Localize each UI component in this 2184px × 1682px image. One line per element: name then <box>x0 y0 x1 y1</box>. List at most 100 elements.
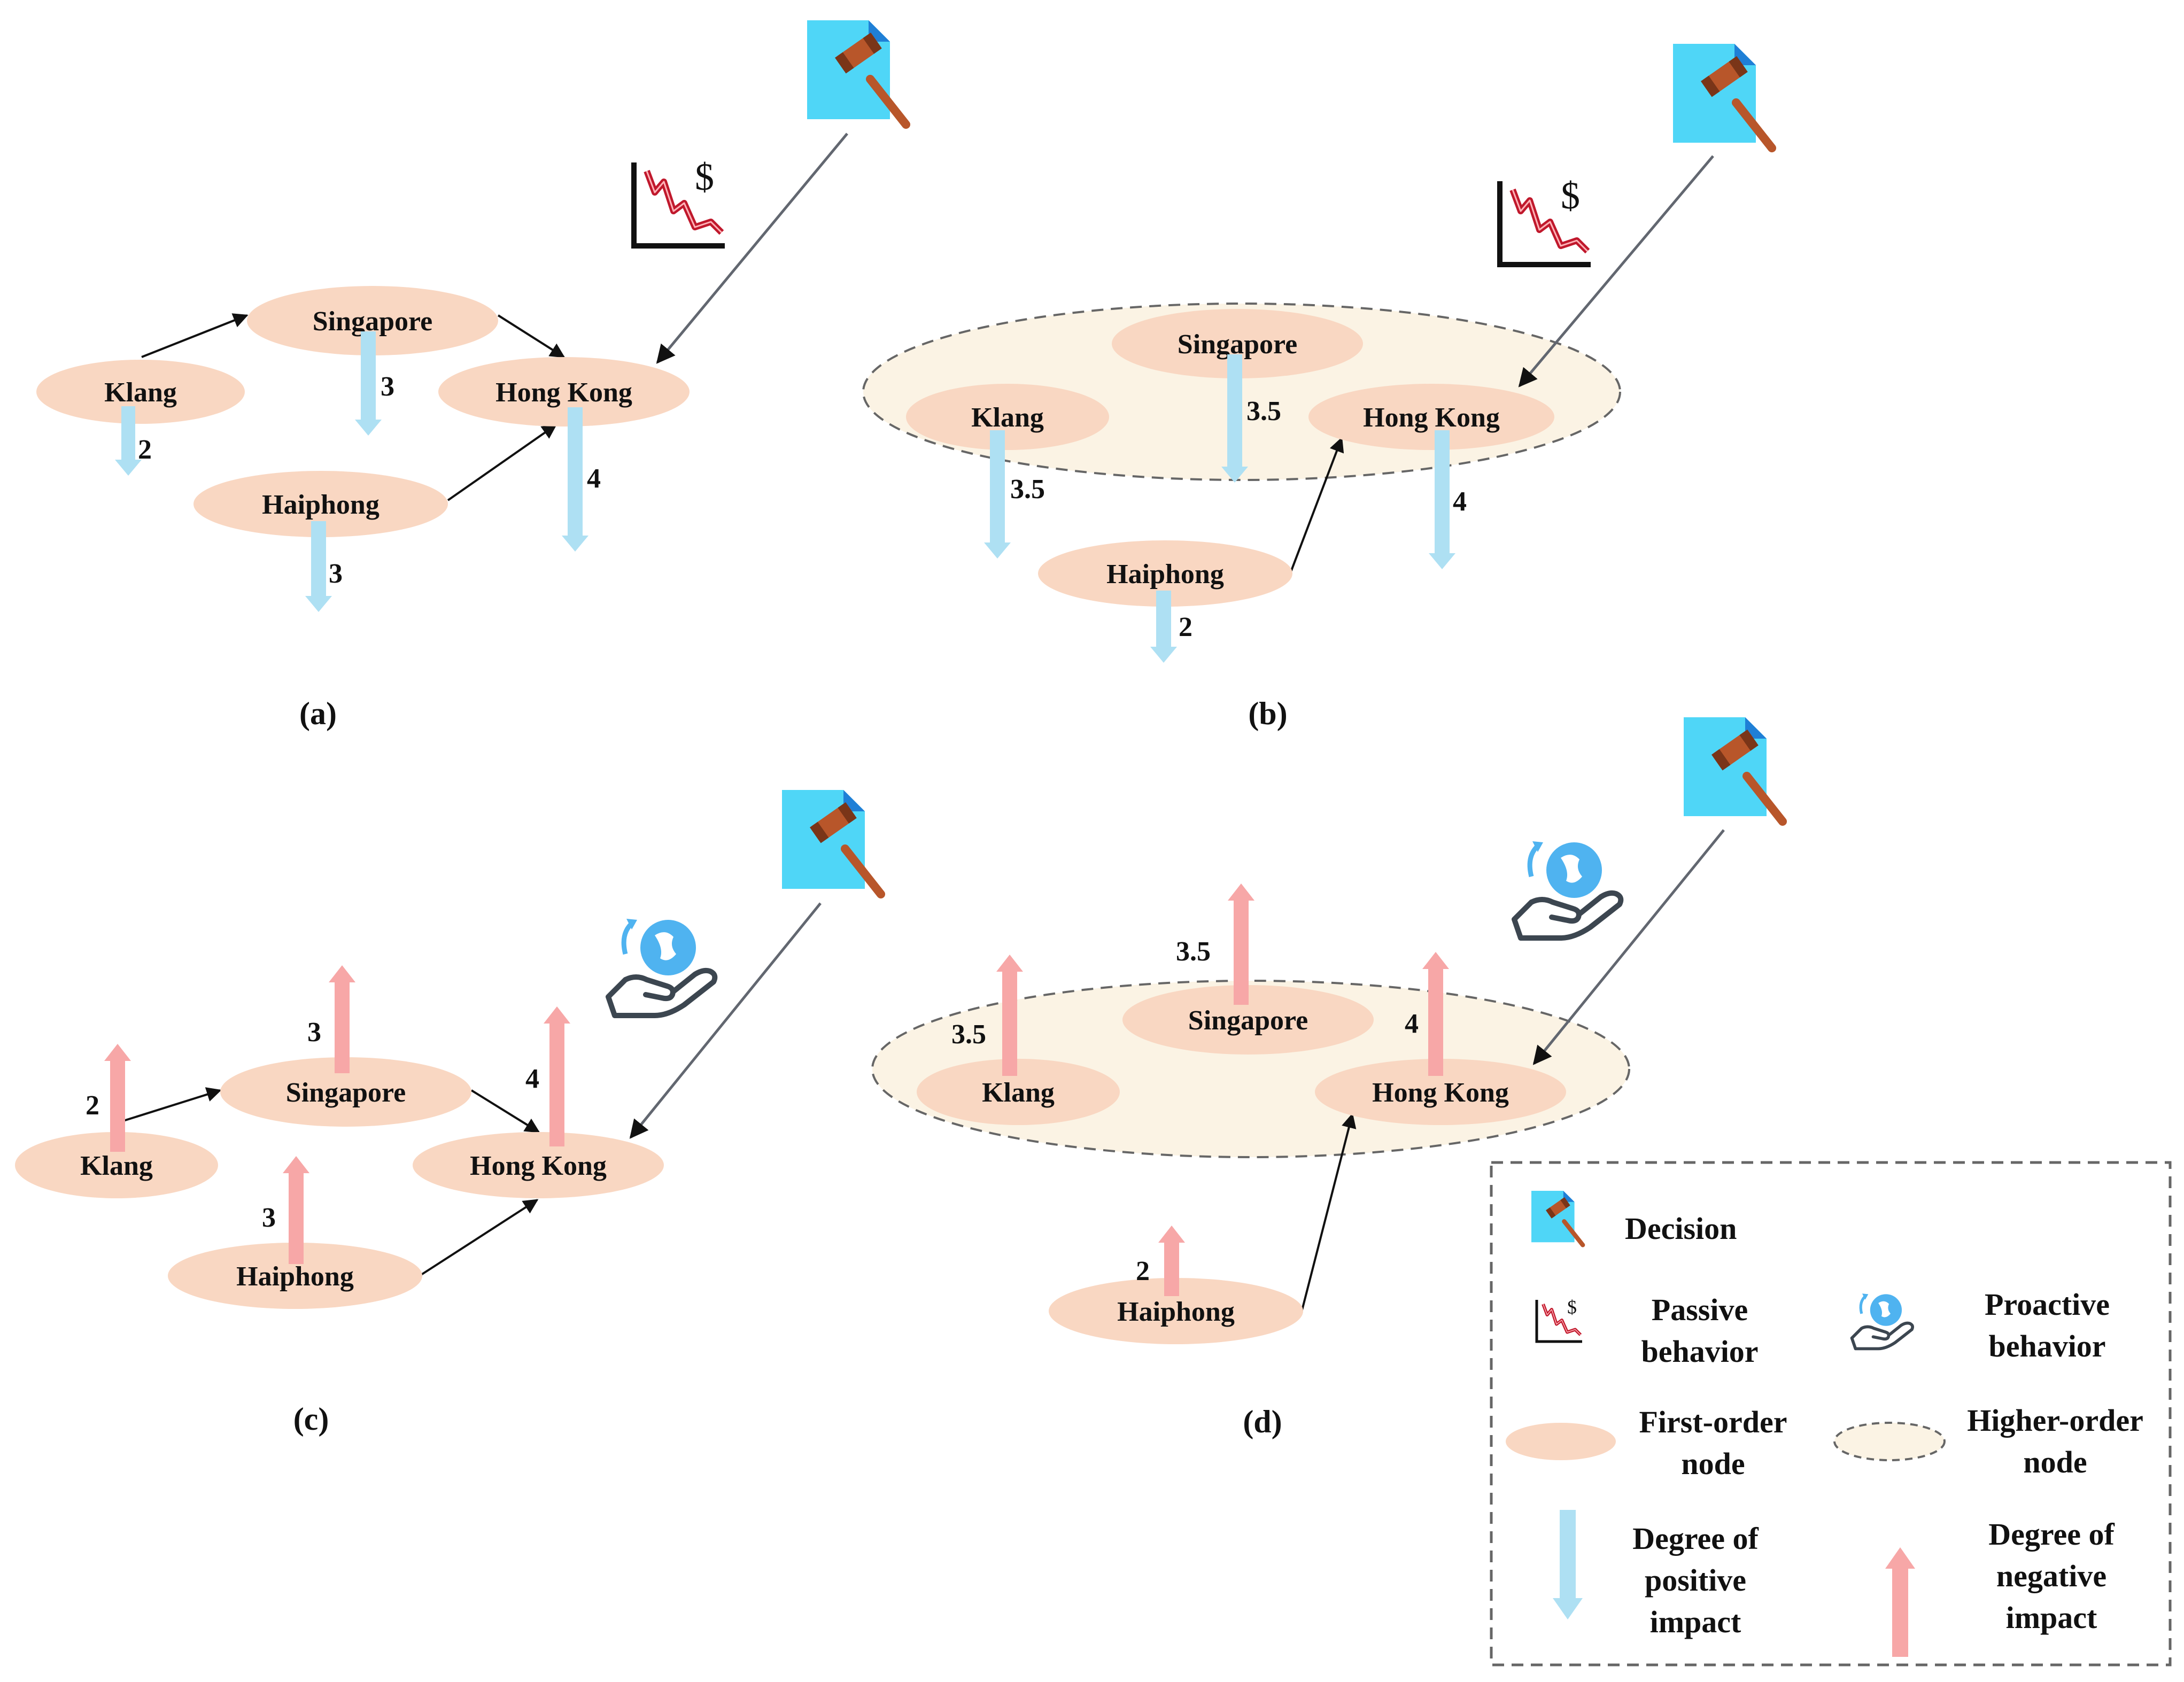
impact-arrow-hongkong <box>562 407 588 552</box>
edge-singapore-hongkong <box>497 314 566 358</box>
impact-arrow-singapore <box>355 331 382 436</box>
panel-a: Singapore Klang Hong Kong Haiphong <box>36 20 906 731</box>
panel-label: (c) <box>293 1401 329 1437</box>
panel-b: Singapore Klang Hong Kong Haiphong <box>862 44 1772 731</box>
value-singapore: 3.5 <box>1246 396 1281 427</box>
document-gavel-icon <box>1673 44 1772 148</box>
value-klang: 2 <box>86 1090 99 1121</box>
impact-arrow-hongkong <box>544 1006 570 1146</box>
node-haiphong: Haiphong <box>1038 540 1292 607</box>
edge-haiphong-hongkong <box>1300 1113 1357 1313</box>
first-order-legend-swatch <box>1506 1423 1616 1460</box>
value-hongkong: 4 <box>1453 486 1467 517</box>
svg-text:Singapore: Singapore <box>1188 1005 1308 1036</box>
node-hongkong: Hong Kong <box>1315 1059 1566 1125</box>
svg-text:Klang: Klang <box>104 377 177 408</box>
svg-text:Haiphong: Haiphong <box>262 490 380 520</box>
edge-haiphong-hongkong <box>420 1199 539 1276</box>
value-haiphong: 2 <box>1136 1256 1150 1286</box>
value-singapore: 3 <box>307 1017 321 1048</box>
legend-positive-line1: Degree of <box>1632 1521 1759 1556</box>
impact-arrow-klang <box>996 955 1023 1076</box>
edge-singapore-hongkong <box>470 1089 540 1133</box>
impact-arrow-hongkong <box>1429 430 1455 569</box>
decision-arrow <box>1532 829 1725 1065</box>
value-haiphong: 2 <box>1179 612 1192 642</box>
declining-chart-icon <box>1500 174 1591 265</box>
node-hongkong: Hong Kong <box>413 1132 664 1198</box>
value-singapore: 3 <box>381 371 394 402</box>
legend-proactive-line2: behavior <box>1988 1329 2105 1363</box>
document-gavel-icon <box>807 20 906 125</box>
panel-label: (d) <box>1243 1404 1282 1439</box>
value-hongkong: 4 <box>525 1064 539 1094</box>
declining-chart-icon <box>634 156 725 246</box>
decision-arrow <box>656 133 848 364</box>
legend-decision: Decision <box>1625 1211 1737 1246</box>
legend-passive-line1: Passive <box>1652 1292 1748 1327</box>
legend-frame <box>1490 1161 2172 1667</box>
document-gavel-icon <box>1684 717 1783 821</box>
decision-arrow <box>1518 155 1714 387</box>
hand-globe-icon <box>608 919 715 1016</box>
svg-text:Singapore: Singapore <box>286 1078 406 1108</box>
node-haiphong: Haiphong <box>1049 1278 1303 1344</box>
legend-negative-line2: negative <box>1996 1559 2106 1593</box>
node-singapore: Singapore <box>220 1057 471 1127</box>
document-gavel-icon <box>782 790 881 894</box>
value-haiphong: 3 <box>262 1203 276 1233</box>
legend-passive-line2: behavior <box>1641 1334 1758 1369</box>
node-haiphong: Haiphong <box>193 471 448 537</box>
impact-arrow-klang <box>104 1044 131 1152</box>
edge-klang-singapore <box>141 313 249 358</box>
value-hongkong: 4 <box>587 463 601 494</box>
node-singapore: Singapore <box>1122 985 1374 1055</box>
svg-text:Haiphong: Haiphong <box>1106 559 1224 590</box>
impact-arrow-hongkong <box>1422 952 1449 1076</box>
legend-higher-order-line2: node <box>2023 1445 2087 1479</box>
svg-text:Hong Kong: Hong Kong <box>1363 402 1500 433</box>
impact-arrow-haiphong <box>1158 1226 1185 1296</box>
impact-arrow-haiphong <box>283 1156 309 1264</box>
panel-label: (a) <box>299 696 337 731</box>
panel-label: (b) <box>1248 696 1287 731</box>
legend: Decision Passive behavior Proactive beha… <box>1490 1161 2172 1667</box>
legend-first-order-line1: First-order <box>1639 1405 1787 1439</box>
panel-d: Singapore Klang Hong Kong Haiphong <box>871 717 1783 1439</box>
svg-text:Hong Kong: Hong Kong <box>470 1151 607 1181</box>
node-klang: Klang <box>36 360 245 424</box>
legend-negative-line3: impact <box>2006 1600 2097 1635</box>
node-hongkong: Hong Kong <box>438 357 690 427</box>
decision-arrow <box>629 902 822 1139</box>
node-singapore: Singapore <box>247 286 498 355</box>
value-klang: 3.5 <box>951 1019 986 1050</box>
impact-arrow-haiphong <box>305 521 332 612</box>
node-klang: Klang <box>906 384 1109 450</box>
svg-text:Haiphong: Haiphong <box>1117 1297 1235 1327</box>
higher-order-legend-swatch <box>1833 1422 1946 1461</box>
value-klang: 2 <box>138 435 152 465</box>
legend-positive-line2: positive <box>1645 1563 1746 1598</box>
svg-text:Klang: Klang <box>982 1078 1055 1108</box>
edge-haiphong-hongkong <box>447 424 557 501</box>
svg-text:Hong Kong: Hong Kong <box>495 377 632 408</box>
legend-higher-order-line1: Higher-order <box>1967 1403 2143 1438</box>
edge-klang-singapore <box>114 1087 222 1125</box>
impact-arrow-singapore <box>1221 354 1248 483</box>
impact-arrow-haiphong <box>1150 591 1177 663</box>
value-haiphong: 3 <box>329 559 343 589</box>
legend-proactive-line1: Proactive <box>1985 1287 2110 1322</box>
negative-legend-arrow <box>1885 1547 1915 1657</box>
impact-arrow-singapore <box>1228 883 1254 1005</box>
positive-legend-arrow <box>1553 1510 1583 1619</box>
edge-haiphong-hongkong <box>1290 437 1344 572</box>
node-klang: Klang <box>15 1132 218 1198</box>
impact-arrow-klang <box>984 430 1011 559</box>
svg-text:Haiphong: Haiphong <box>236 1261 354 1292</box>
legend-negative-line1: Degree of <box>1988 1517 2115 1552</box>
value-singapore: 3.5 <box>1176 936 1211 967</box>
node-haiphong: Haiphong <box>168 1243 422 1309</box>
hand-globe-icon <box>1514 841 1621 938</box>
svg-text:Klang: Klang <box>80 1151 153 1181</box>
